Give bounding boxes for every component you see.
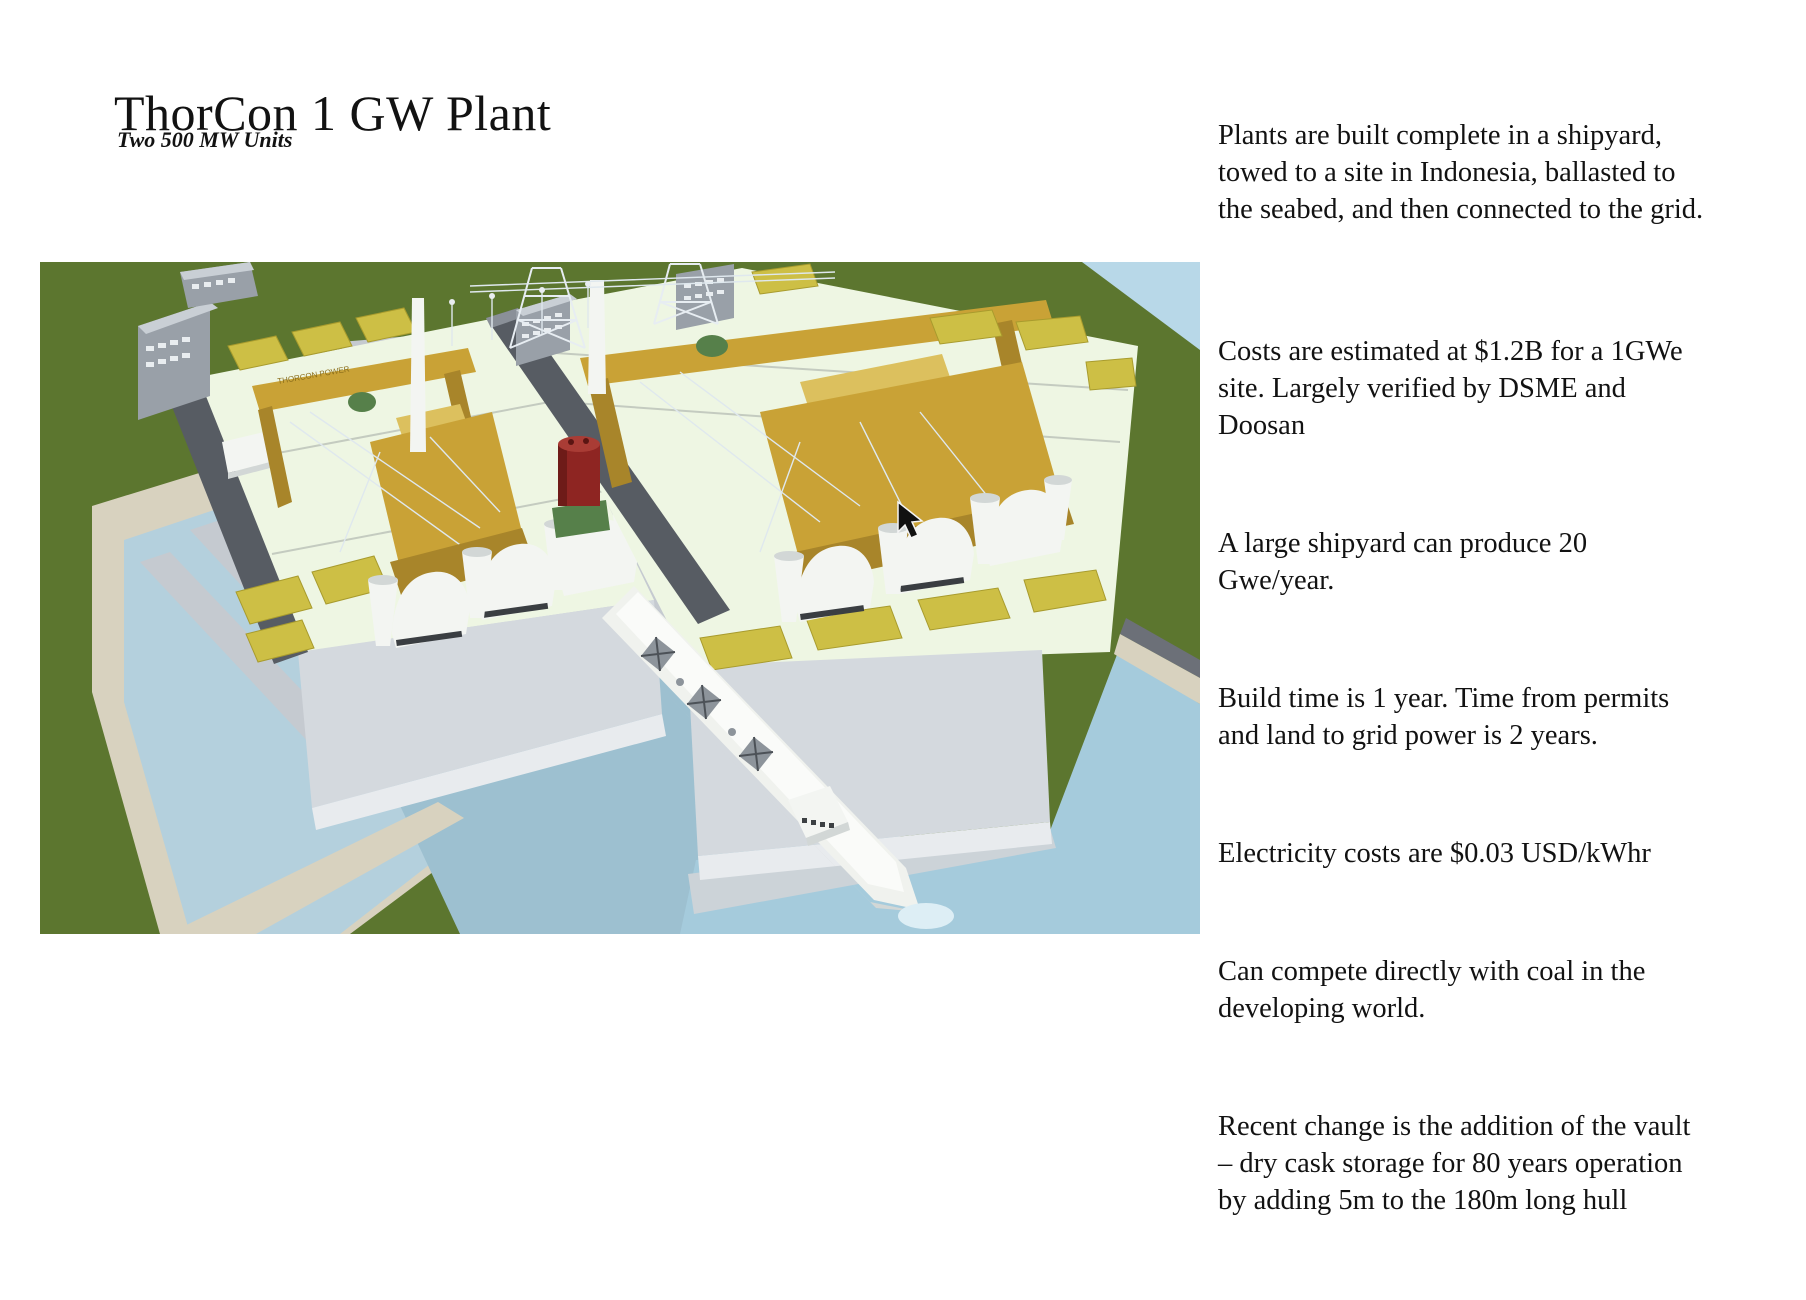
left-barge-stack xyxy=(410,298,426,452)
sky-corner xyxy=(1082,262,1200,350)
left-barge-hatches-upper xyxy=(227,307,417,371)
left-barge-hull xyxy=(298,600,662,808)
cargo-ship xyxy=(596,586,954,929)
right-barge-hatches-upper xyxy=(751,263,1137,391)
note-paragraph: Build time is 1 year. Time from permits … xyxy=(1218,683,1670,751)
right-barge-hatches-lower xyxy=(699,569,1107,671)
note-paragraph: A large shipyard can produce 20 Gwe/year… xyxy=(1218,528,1588,596)
ship-hatch xyxy=(738,736,774,772)
note-paragraph: Electricity costs are $0.03 USD/kWhr xyxy=(1218,838,1651,869)
slide: ThorCon 1 GW Plant Two 500 MW Units xyxy=(40,84,1704,1216)
plant-render-svg: THORCON POWER xyxy=(40,262,1200,934)
right-barge-hull xyxy=(688,650,1050,856)
shore-edge-dark xyxy=(1120,618,1200,678)
left-end-block xyxy=(138,302,218,420)
note-paragraph: Costs are estimated at $1.2B for a 1GWe … xyxy=(1218,336,1683,441)
slide-subtitle: Two 500 MW Units xyxy=(117,127,293,152)
notes-column: Plants are built complete in a shipyard,… xyxy=(1218,80,1806,1300)
mouse-cursor[interactable] xyxy=(897,500,924,539)
quay-bottom-left xyxy=(168,802,464,934)
ship-hatch xyxy=(686,684,722,720)
shore-edge-beige xyxy=(1114,634,1200,704)
note-paragraph: Plants are built complete in a shipyard,… xyxy=(1218,120,1704,225)
ship-hatch xyxy=(640,636,676,672)
page-title: ThorCon 1 GW Plant xyxy=(114,84,552,141)
right-barge xyxy=(486,263,1138,880)
red-storage-tank xyxy=(552,436,610,538)
shore-building xyxy=(180,262,258,308)
ship-bridge xyxy=(788,786,850,846)
plant-render-image: THORCON POWER xyxy=(40,262,1200,934)
note-paragraph: Recent change is the addition of the vau… xyxy=(1218,1111,1691,1216)
right-barge-stack xyxy=(588,280,606,394)
transmission-towers xyxy=(449,263,836,349)
note-paragraph: Can compete directly with coal in the de… xyxy=(1218,956,1646,1024)
deck-hut xyxy=(222,432,270,473)
bow-wake xyxy=(898,903,954,929)
